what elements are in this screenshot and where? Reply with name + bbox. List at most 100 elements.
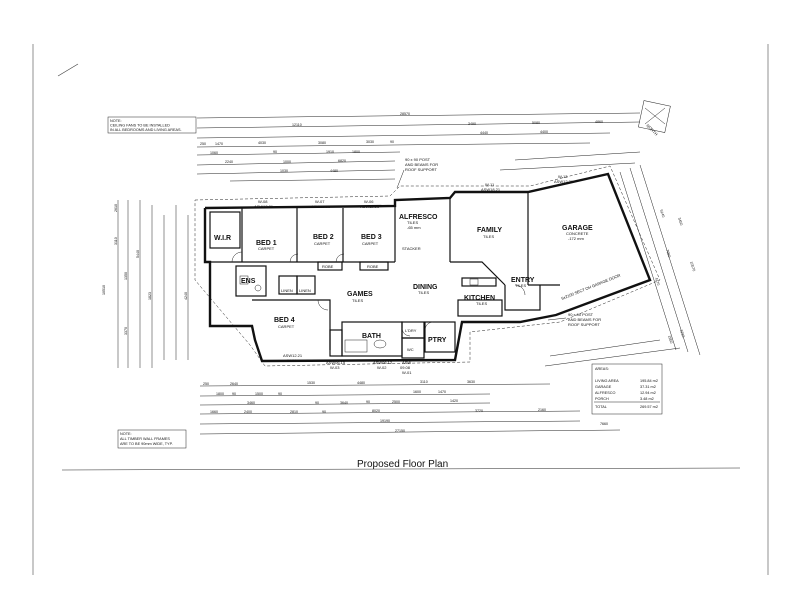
room-bed1: BED 1 [256,240,277,247]
note-top-line-3: IN ALL BEDROOMS AND LIVING AREAS. [110,128,182,132]
win-w08-type: ASW12.21 [254,204,274,209]
room-laundry: L'DRY [405,328,417,333]
room-entry: ENTRY [511,277,535,284]
win-w11-type: ASW18.21 [481,187,501,192]
win-bottom-1: ASW12.21 [283,353,303,358]
dim-bottom-row3-e: 2500 [392,400,400,404]
post-top-leader [396,169,405,189]
room-robe-2: ROBE [367,264,379,269]
note-bottom-line-2: ALL TIMBER WALL FRAMES [120,437,170,441]
note-top-box [107,116,197,134]
alfresco-level: -65 mm [407,225,421,230]
areas-row-4-label: TOTAL [595,405,607,409]
room-family-floor: TILES [483,234,494,239]
dim-top-row5-b: 1000 [283,160,291,164]
dim-top-row4-b: 90 [273,150,277,154]
win-w03: W-03 [330,365,340,370]
dim-bottom-row4-g: 2160 [538,408,546,412]
right-dimension-lines [619,164,701,356]
dim-bottom-row2-a: 1800 [216,392,224,396]
dim-bottom-row4-e: 8020 [372,409,380,413]
dim-top-row1-a: 12110 [292,123,302,127]
room-bed1-floor: CARPET [258,246,275,251]
room-kitchen: KITCHEN [464,295,495,302]
post-bottom-leader [547,317,567,321]
house-walls [194,165,661,367]
areas-row-2-label: ALFRESCO [595,391,616,395]
room-games-floor: TILES [352,298,363,303]
dim-top-row3-b: 1470 [215,142,223,146]
post-top-line-1: 90 x 90 POST [405,157,431,162]
dim-bottom-row4-d: 90 [322,410,326,414]
bottom-dimension-lines [199,339,681,435]
dim-top-row6-b: 4480 [330,169,338,173]
dim-left-a: 2610 [114,204,118,212]
room-garage-floor: CONCRETE [566,231,589,236]
left-dimension-lines [117,200,189,368]
dim-bottom-row3-a: 3460 [247,401,255,405]
dim-top-row5-a: 2240 [225,160,233,164]
room-games: GAMES [347,291,373,298]
post-top-line-2: AND BEAMS FOR [405,162,438,167]
room-entry-floor: TILES [515,283,526,288]
dim-bottom-row3-c: 3640 [340,401,348,405]
room-bed2: BED 2 [313,234,334,241]
dim-bottom-row2-e: 1600 [413,390,421,394]
dim-top-row3-a: 250 [200,142,206,146]
win-w06-type: ASW12.21 [360,204,380,209]
dim-bottom-row4-a: 1660 [210,410,218,414]
garage-door-label: 5x2100 SECT OH GARAGE DOOR [561,273,622,301]
dim-left-d: 1350 [124,272,128,280]
areas-row-3-value: 3.48 m2 [640,397,654,401]
win-bottom-3: ASW06.12 [373,360,393,365]
dim-right-b: 3450 [677,217,683,226]
dim-bottom-row1-b: 2640 [230,382,238,386]
dim-bottom-row3-b: 90 [315,401,319,405]
dim-top-row3-c: 4030 [258,141,266,145]
areas-heading: AREAS: [595,367,609,371]
win-w04: W-04 [287,358,297,363]
room-linen-2: LINEN [299,288,311,293]
room-garage: GARAGE [562,225,593,232]
dim-bottom-row1-a: 250 [203,382,209,386]
room-ens: ENS [241,278,256,285]
dim-bottom-row1-f: 3630 [467,380,475,384]
dim-top-row3-f: 90 [390,140,394,144]
room-bed4-floor: CARPET [278,324,295,329]
win-w13: W-13 [558,174,568,179]
dim-left-overall: 10510 [102,285,106,295]
dim-top-row1-c: 5080 [532,121,540,125]
north-arrow: NORTH [638,100,671,137]
dim-left-g: 4240 [184,292,188,300]
dim-top-row1-b: 3490 [468,122,476,126]
note-top-line-2: CEILING FANS TO BE INSTALLED [110,124,170,128]
room-bed2-floor: CARPET [314,241,331,246]
room-bed3-floor: CARPET [362,241,379,246]
areas-row-2-value: 12.94 m2 [640,391,656,395]
dim-left-b: 5440 [136,250,140,258]
dim-bottom-row2-c: 1500 [255,392,263,396]
dim-top-row2-b: 4400 [540,130,548,134]
dim-top-row1-d: 4860 [595,120,603,124]
plan-title: Proposed Floor Plan [357,459,448,470]
dim-right-d: 4170 [654,277,660,286]
note-top-line-1: NOTE: [110,119,122,123]
dim-bottom-row3-d: 90 [366,400,370,404]
room-dining-floor: TILES [418,290,429,295]
areas-row-1-value: 37.31 m2 [640,385,656,389]
dim-right-f: 2220 [679,329,685,338]
room-wir: W.I.R [214,235,231,242]
post-bottom-line-3: ROOF SUPPORT [568,322,600,327]
dim-bottom-row1-c: 1530 [307,381,315,385]
room-ptry: PTRY [428,337,447,344]
win-bottom-4: ASW [402,360,411,365]
room-linen-1: LINEN [281,288,293,293]
win-w13-type: ASW12.21 [554,179,574,184]
dim-right-e: 10570 [689,261,696,272]
win-w02: W-02 [377,365,387,370]
fixtures [239,275,479,353]
dim-bottom-row1-e: 3110 [420,380,428,384]
dim-top-row2-a: 4440 [480,131,488,135]
dim-right-g: 1950 [667,335,673,344]
dim-bottom-row4-b: 2400 [244,410,252,414]
